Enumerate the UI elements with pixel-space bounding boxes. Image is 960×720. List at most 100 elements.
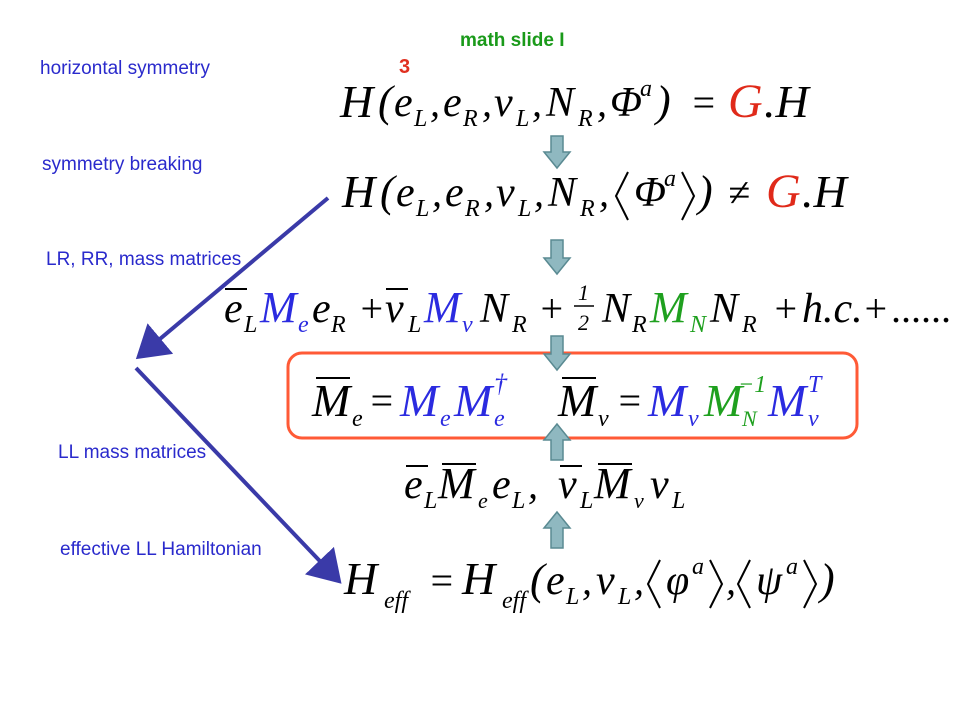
eq4-Mnu: M — [647, 375, 689, 426]
eq3-R4: R — [741, 312, 757, 338]
eq2-L2: L — [517, 196, 531, 222]
eq1-dot-H: .H — [764, 76, 812, 127]
eq4-Mnu2-sub: ν — [808, 406, 819, 432]
eq5-nu2: ν — [650, 462, 669, 508]
eq4-Me: M — [399, 375, 441, 426]
eq4-transpose: T — [808, 372, 823, 398]
eq5-Mbar-nu: M — [593, 459, 633, 508]
eq6-close-paren: ) — [817, 555, 835, 604]
eq3-plus3: + — [772, 286, 799, 331]
eq6-psi-a: a — [786, 554, 798, 580]
label-effective-hamiltonian: effective LL Hamiltonian — [60, 539, 262, 560]
eq1-L: L — [413, 106, 427, 132]
eq2-nu: ν — [496, 170, 515, 216]
eq2-comma4: , — [599, 170, 609, 215]
eq4-dagger: † — [494, 369, 508, 398]
eq6-comma3: , — [726, 558, 736, 603]
eq1-nu: ν — [494, 80, 513, 126]
long-arrow-icon — [135, 196, 330, 360]
eq2-Phi: Φ — [634, 170, 666, 216]
eq1-R2: R — [577, 106, 593, 132]
eq5-nu: ν — [558, 462, 577, 508]
equation-mass-terms: e L M e e R + ν L M ν N R + 1 2 N R M N … — [224, 280, 952, 338]
eq5-Mbar-e: M — [437, 459, 477, 508]
eq2-e2: e — [445, 170, 464, 216]
label-ll-mass-matrices: LL mass matrices — [58, 442, 207, 463]
eq3-R2: R — [511, 312, 527, 338]
eq5-Mbar-nu-sub: ν — [634, 488, 644, 513]
equation-effective-matrices: M e = M e M e † M ν = M ν M N −1 M ν T — [311, 369, 823, 432]
eq6-comma2: , — [634, 558, 644, 603]
equation-ll-mass-terms: e L M e e L , ν L M ν ν L — [404, 459, 685, 514]
eq1-comma2: , — [482, 80, 492, 125]
down-arrow-icon — [542, 335, 572, 372]
eq3-N: N — [479, 286, 510, 332]
eq1-L2: L — [515, 106, 529, 132]
eq2-comma1: , — [432, 170, 442, 215]
eq2-not-equal: ≠ — [728, 170, 750, 215]
eq5-Mbar-e-sub: e — [478, 488, 488, 513]
equation-effective-hamiltonian: H eff = H eff ( e L , ν L , φ a , ψ a ) — [343, 553, 835, 614]
up-arrow-icon — [542, 510, 572, 549]
eq6-nu: ν — [596, 558, 615, 604]
eq1-a: a — [640, 76, 652, 102]
eq3-L2: L — [407, 312, 421, 338]
eq3-plus1: + — [358, 286, 385, 331]
eq6-open-paren: ( — [530, 555, 547, 604]
eq4-MN-sub: N — [741, 406, 758, 431]
eq2-a: a — [664, 166, 676, 192]
eq6-psi: ψ — [756, 558, 783, 604]
eq1-comma4: , — [597, 80, 607, 125]
eq6-phi-a: a — [692, 554, 704, 580]
eq1-group-G: G — [728, 75, 763, 128]
eq2-comma2: , — [484, 170, 494, 215]
eq1-open-paren: ( — [378, 77, 395, 126]
eq1-equals: = — [690, 80, 717, 125]
eq5-L2: L — [511, 488, 525, 514]
eq2-close-paren: ) — [695, 167, 713, 216]
eq3-M-nu: M — [423, 283, 463, 332]
eq3-plus4: + — [862, 286, 889, 331]
eq1-Phi: Φ — [610, 80, 642, 126]
eq5-L: L — [423, 488, 437, 514]
equation-symmetry-breaking: H ( e L , e R , ν L , N R , Φ a ) ≠ G .H — [341, 165, 850, 222]
eq6-right-angle2 — [803, 559, 818, 609]
eq2-dot-H: .H — [802, 166, 850, 217]
eq3-e2: e — [312, 286, 331, 332]
eq2-R: R — [464, 196, 480, 222]
eq4-Me-sub: e — [440, 406, 451, 432]
eq1-H: H — [339, 76, 376, 127]
eq2-e: e — [396, 170, 415, 216]
label-mass-matrices: LR, RR, mass matrices — [46, 249, 242, 270]
eq6-eff: eff — [384, 588, 411, 614]
eq5-e: e — [404, 462, 423, 508]
eq6-left-angle1 — [646, 559, 661, 609]
eq3-M-nu-sub: ν — [462, 312, 473, 338]
eq5-L4: L — [671, 488, 685, 514]
eq6-right-angle1 — [709, 559, 724, 609]
eq6-H: H — [343, 553, 380, 604]
eq6-L2: L — [617, 584, 631, 610]
eq2-L: L — [415, 196, 429, 222]
eq2-right-angle — [681, 171, 696, 221]
eq4-Mnu2: M — [767, 375, 809, 426]
eq3-R: R — [330, 312, 346, 338]
eq3-nu: ν — [385, 286, 404, 332]
page-number: 3 — [399, 56, 411, 78]
eq3-half-denominator: 2 — [578, 310, 589, 335]
eq4-inverse: −1 — [738, 372, 766, 398]
up-arrow-icon — [542, 422, 572, 461]
eq4-Me2-sub: e — [494, 406, 505, 432]
slide-title: math slide I — [460, 30, 565, 51]
down-arrow-icon — [542, 239, 572, 276]
eq5-L3: L — [579, 488, 593, 514]
eq3-R3: R — [631, 312, 647, 338]
eq2-group-G: G — [766, 165, 801, 218]
eq1-close-paren: ) — [653, 77, 671, 126]
eq4-equals2: = — [616, 378, 643, 423]
eq3-M-N: M — [649, 283, 689, 332]
eq4-Mbar-nu-sub: ν — [598, 406, 609, 432]
eq5-e2: e — [492, 462, 511, 508]
eq6-equals: = — [428, 558, 455, 603]
